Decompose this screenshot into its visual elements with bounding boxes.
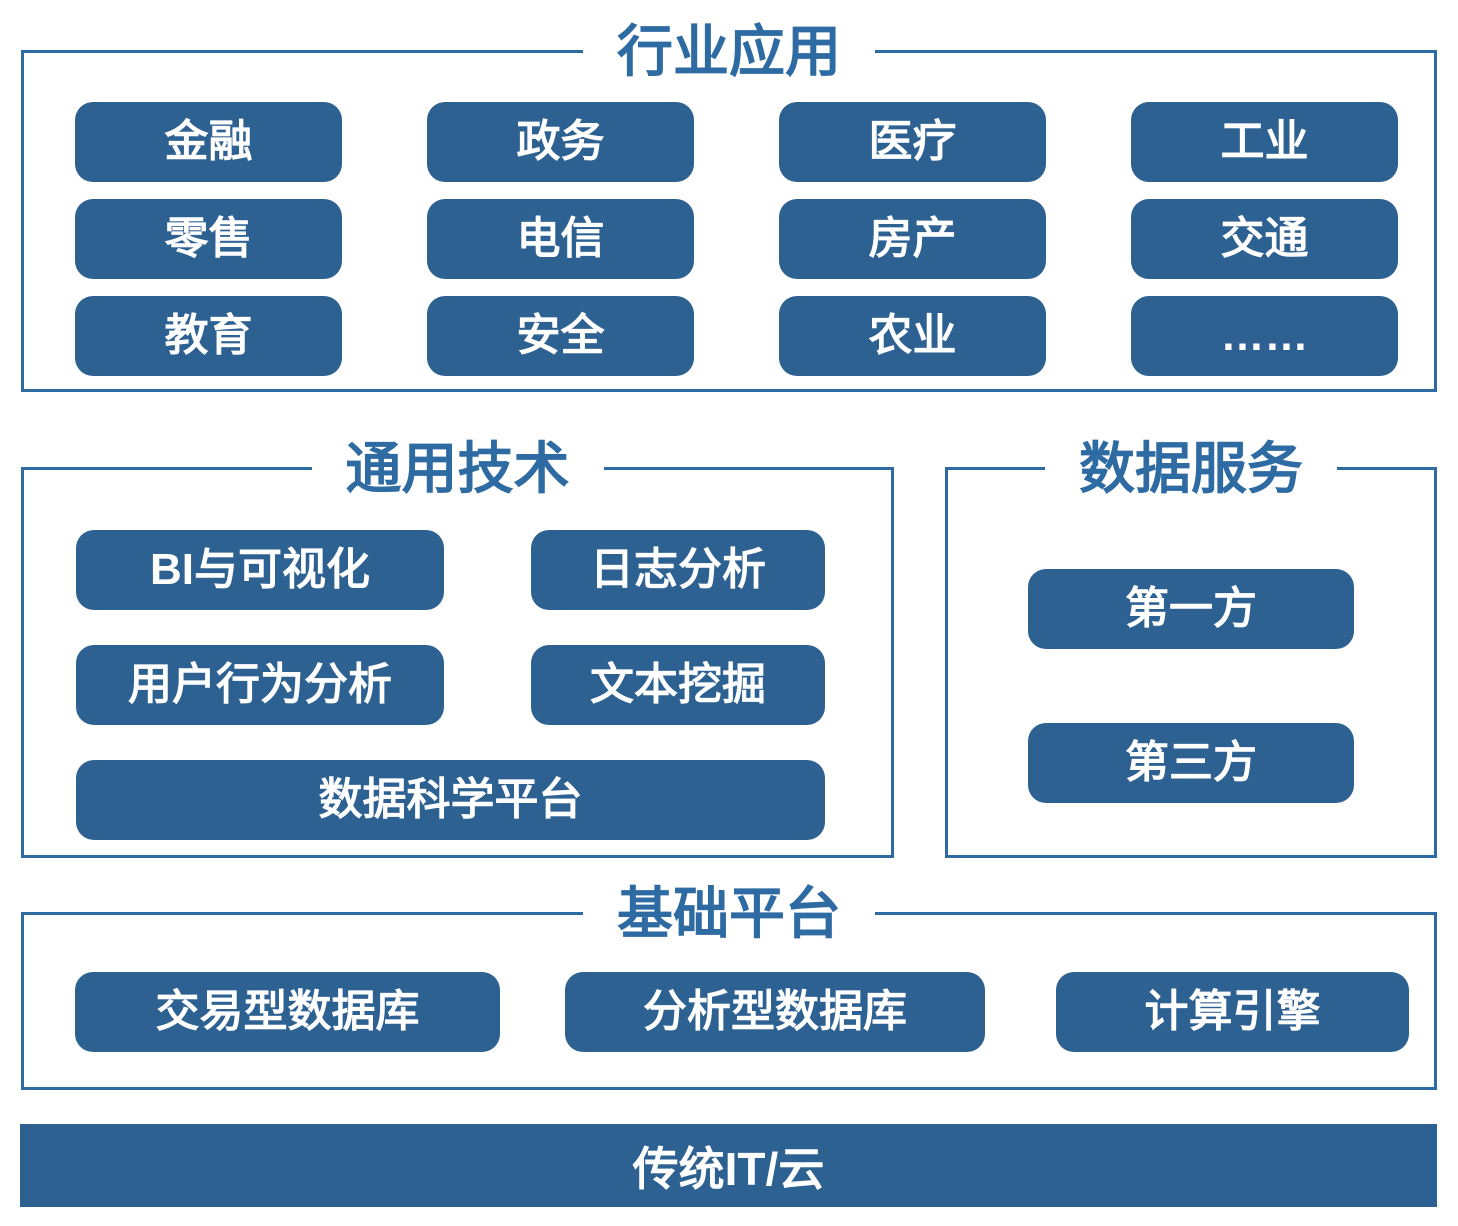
section-general-technology: 通用技术 BI与可视化 日志分析 用户行为分析 文本挖掘 数据科学平台 (21, 438, 894, 858)
industry-box-security: 安全 (427, 296, 694, 376)
platform-box-analytical-db: 分析型数据库 (565, 972, 985, 1052)
platform-box-transactional-db: 交易型数据库 (75, 972, 500, 1052)
tech-box-user-behavior: 用户行为分析 (76, 645, 444, 725)
tech-box-bi-visualization: BI与可视化 (76, 530, 444, 610)
industry-box-retail: 零售 (75, 199, 342, 279)
section-industry-applications: 行业应用 金融 政务 医疗 工业 零售 电信 房产 交通 教育 安全 农业 …… (21, 21, 1437, 392)
platform-box-compute-engine: 计算引擎 (1056, 972, 1409, 1052)
industry-box-transport: 交通 (1131, 199, 1398, 279)
dataservice-box-third-party: 第三方 (1028, 723, 1354, 803)
section-title-data-services: 数据服务 (1045, 438, 1337, 500)
section-title-technology: 通用技术 (311, 438, 604, 500)
industry-box-industrial: 工业 (1131, 102, 1398, 182)
dataservice-box-first-party: 第一方 (1028, 569, 1354, 649)
section-base-platform: 基础平台 交易型数据库 分析型数据库 计算引擎 (21, 883, 1437, 1090)
tech-box-data-science-platform: 数据科学平台 (76, 760, 825, 840)
section-data-services: 数据服务 第一方 第三方 (945, 438, 1437, 858)
section-title-base-platform: 基础平台 (583, 883, 875, 945)
section-title-industry: 行业应用 (583, 21, 875, 83)
technology-grid: BI与可视化 日志分析 用户行为分析 文本挖掘 数据科学平台 (24, 470, 891, 840)
industry-box-healthcare: 医疗 (779, 102, 1046, 182)
industry-grid: 金融 政务 医疗 工业 零售 电信 房产 交通 教育 安全 农业 …… (24, 53, 1434, 376)
traditional-it-cloud-bar: 传统IT/云 (20, 1124, 1437, 1207)
industry-box-education: 教育 (75, 296, 342, 376)
traditional-it-cloud-label: 传统IT/云 (632, 1142, 825, 1195)
tech-box-log-analysis: 日志分析 (531, 530, 825, 610)
industry-box-government: 政务 (427, 102, 694, 182)
platform-row: 交易型数据库 分析型数据库 计算引擎 (24, 915, 1434, 1052)
industry-box-realestate: 房产 (779, 199, 1046, 279)
industry-box-telecom: 电信 (427, 199, 694, 279)
industry-box-agriculture: 农业 (779, 296, 1046, 376)
industry-box-ellipsis: …… (1131, 296, 1398, 376)
data-services-grid: 第一方 第三方 (948, 470, 1434, 803)
industry-box-finance: 金融 (75, 102, 342, 182)
tech-box-text-mining: 文本挖掘 (531, 645, 825, 725)
